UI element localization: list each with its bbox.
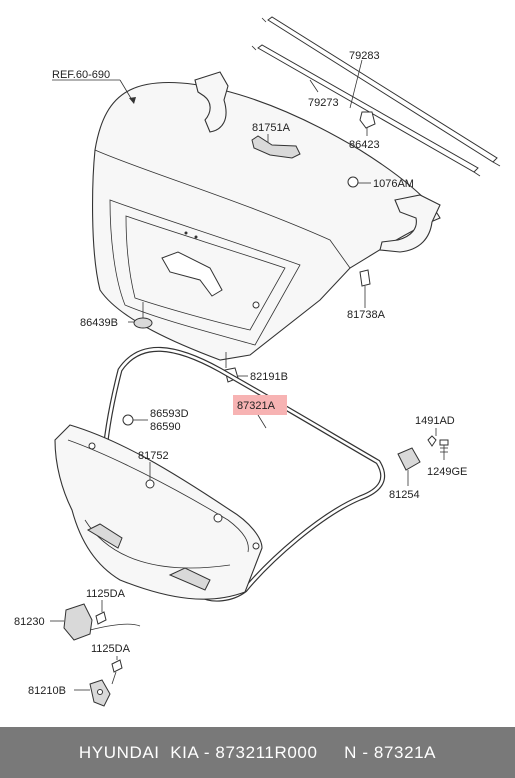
label-81751A: 81751A: [252, 122, 291, 134]
label-81210B: 81210B: [28, 685, 66, 697]
trim-panel-81752: [54, 424, 263, 600]
ref-arrow-icon: [129, 97, 136, 104]
label-87321A: 87321A: [237, 400, 276, 412]
clip-1491AD: [427, 428, 437, 447]
bolt-1125DA-lower: [111, 656, 123, 685]
label-1076AM: 1076AM: [373, 178, 414, 190]
label-81738A: 81738A: [347, 309, 386, 321]
leader-79273: [309, 79, 319, 93]
label-86439B: 86439B: [80, 317, 118, 329]
latch-81230: [50, 603, 141, 641]
bolt-1076AM: [347, 176, 371, 188]
label-1125DA-upper: 1125DA: [86, 588, 126, 600]
label-1125DA-lower: 1125DA: [91, 643, 131, 655]
label-81752: 81752: [138, 450, 169, 462]
fastener-86593D: [122, 414, 148, 426]
footer-text: HYUNDAI KIA - 873211R000 N - 87321A: [78, 742, 437, 762]
label-81254: 81254: [389, 489, 420, 501]
label-86593D: 86593D: [150, 408, 189, 420]
label-86590: 86590: [150, 421, 181, 433]
trunk-lid: [92, 81, 441, 361]
ref-label: REF.60-690: [52, 69, 110, 81]
support-rod-79283: [261, 16, 501, 167]
ref-leader: [119, 79, 133, 101]
grommet-86439B: [128, 302, 153, 329]
parts-diagram: REF.60-690 79283 79273 86423 81751A 1076…: [14, 16, 501, 707]
bracket-81254: [397, 447, 421, 486]
label-79283: 79283: [349, 50, 380, 62]
label-86423: 86423: [349, 139, 380, 151]
leader-79283: [349, 59, 363, 109]
highlight-87321A: [233, 395, 287, 415]
bolt-1249GE: [439, 439, 449, 460]
footer-bar: HYUNDAI KIA - 873211R000 N - 87321A: [0, 727, 515, 778]
bumper-81738A: [359, 269, 371, 308]
hinge-left: [194, 71, 229, 133]
bolt-1125DA-upper: [95, 600, 107, 625]
label-82191B: 82191B: [250, 371, 288, 383]
support-rod-79273: [251, 44, 481, 177]
label-1249GE: 1249GE: [427, 466, 467, 478]
label-79273: 79273: [308, 97, 339, 109]
bracket-81751A: [251, 135, 301, 159]
label-1491AD: 1491AD: [415, 415, 455, 427]
label-81230: 81230: [14, 616, 45, 628]
striker-81210B: [74, 679, 111, 707]
clip-86423: [359, 111, 376, 136]
hinge-right: [379, 194, 441, 253]
